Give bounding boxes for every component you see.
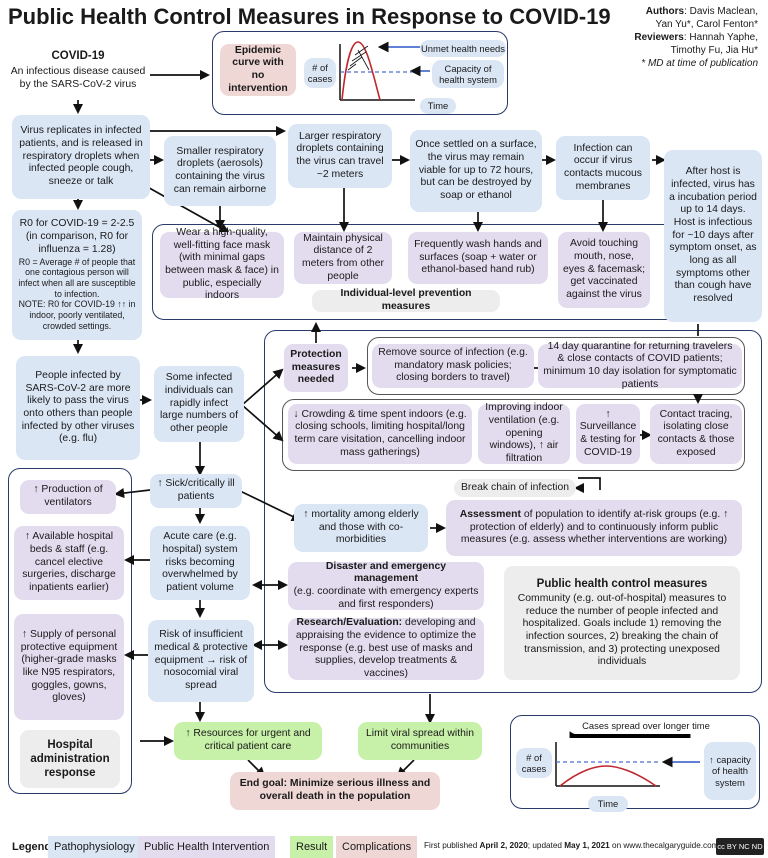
- curve1-y-label: # of cases: [304, 58, 336, 88]
- footer-prefix: First published: [424, 841, 480, 850]
- quarantine-box: 14 day quarantine for returning traveler…: [538, 341, 742, 390]
- protection-box: Protection measures needed: [284, 344, 348, 392]
- authors-label: Authors: [645, 6, 685, 17]
- curve2-y-label: # of cases: [516, 748, 552, 778]
- mask-box: Wear a high-quality, well-fitting face m…: [160, 227, 284, 301]
- research-bold: Research/Evaluation:: [296, 617, 403, 629]
- research-box: Research/Evaluation: developing and appr…: [288, 617, 484, 680]
- curve-frame-top: [212, 31, 508, 115]
- r0-line1: R0 for COVID-19 = 2-2.5 (in comparison, …: [19, 218, 135, 255]
- wash-box: Frequently wash hands and surfaces (soap…: [408, 232, 548, 284]
- disaster-rest: (e.g. coordinate with emergency experts …: [293, 586, 479, 610]
- resources-box: ↑ Resources for urgent and critical pati…: [174, 722, 322, 760]
- phcm-description: Community (e.g. out-of-hospital) measure…: [517, 592, 727, 668]
- risk-insufficient-box: Risk of insufficient medical & protectiv…: [148, 620, 254, 702]
- covid-title: COVID-19: [51, 50, 105, 62]
- footer-date2: May 1, 2021: [564, 841, 610, 850]
- research-rest: developing and appraising the evidence t…: [295, 617, 477, 680]
- incubation-box: After host is infected, virus has a incu…: [664, 150, 762, 322]
- break-chain-label: Break chain of infection: [454, 479, 576, 497]
- larger-droplets-box: Larger respiratory droplets containing t…: [288, 124, 392, 188]
- hospital-admin-label: Hospital administration response: [20, 730, 120, 788]
- reviewers-line1: : Hannah Yaphe,: [683, 32, 758, 43]
- remove-source-box: Remove source of infection (e.g. mandato…: [372, 344, 534, 388]
- authors-line2: Yan Yu*, Carol Fenton*: [655, 19, 758, 30]
- ventilators-box: ↑ Production of ventilators: [20, 480, 116, 514]
- avoid-touch-box: Avoid touching mouth, nose, eyes & facem…: [558, 232, 650, 308]
- mucous-box: Infection can occur if virus contacts mu…: [556, 136, 650, 200]
- contact-tracing-box: Contact tracing, isolating close contact…: [650, 404, 742, 464]
- md-note: * MD at time of publication: [641, 58, 758, 69]
- curve1-x-label: Time: [420, 98, 456, 114]
- covid-description: An infectious disease caused by the SARS…: [10, 66, 146, 90]
- smaller-droplets-box: Smaller respiratory droplets (aerosols) …: [164, 136, 276, 206]
- protection-text: Protection measures needed: [290, 348, 342, 386]
- sick-box: ↑ Sick/critically ill patients: [150, 474, 242, 508]
- limit-spread-box: Limit viral spread within communities: [358, 722, 482, 760]
- legend-pathophysiology: Pathophysiology: [48, 836, 141, 858]
- legend-label: Legend:: [12, 841, 55, 853]
- curve-frame-bottom: [510, 715, 760, 809]
- r0-line3: NOTE: R0 for COVID-19 ↑↑ in indoor, poor…: [18, 299, 136, 331]
- curve2-top-label: Cases spread over longer time: [568, 718, 724, 734]
- ventilation-box: Improving indoor ventilation (e.g. openi…: [478, 402, 570, 464]
- surface-box: Once settled on a surface, the virus may…: [410, 130, 542, 212]
- mortality-box: ↑ mortality among elderly and those with…: [294, 504, 428, 552]
- acute-care-box: Acute care (e.g. hospital) system risks …: [150, 526, 250, 600]
- footer-suffix: on www.thecalgaryguide.com: [609, 841, 719, 850]
- disaster-bold: Disaster and emergency management: [325, 560, 447, 585]
- individual-measures-label: Individual-level prevention measures: [312, 288, 500, 312]
- capacity-label: Capacity of health system: [432, 60, 504, 88]
- assessment-rest: of population to identify at-risk groups…: [460, 508, 729, 546]
- legend-result: Result: [290, 836, 334, 858]
- footer-date1: April 2, 2020: [479, 841, 528, 850]
- legend-complications: Complications: [336, 836, 418, 858]
- epidemic-curve-box: Epidemic curve with no intervention: [220, 44, 296, 96]
- r0-line2: R0 = Average # of people that one contag…: [18, 256, 136, 299]
- authors-block: Authors: Davis Maclean, Yan Yu*, Carol F…: [568, 5, 758, 70]
- assessment-bold: Assessment: [459, 508, 521, 520]
- unmet-needs-label: Unmet health needs: [420, 40, 506, 57]
- footer-text: First published April 2, 2020; updated M…: [424, 841, 719, 850]
- reviewers-line2: Timothy Fu, Jia Hu*: [670, 45, 758, 56]
- hospital-frame: [8, 468, 132, 794]
- cc-license-badge: cc BY NC ND: [716, 838, 764, 855]
- beds-box: ↑ Available hospital beds & staff (e.g. …: [14, 526, 124, 600]
- people-infected-box: People infected by SARS-CoV-2 are more l…: [16, 356, 140, 460]
- phcm-title: Public health control measures: [536, 577, 708, 590]
- assessment-box: Assessment of population to identify at-…: [446, 500, 742, 556]
- ppe-box: ↑ Supply of personal protective equipmen…: [14, 614, 124, 720]
- remove-source-group: [367, 337, 745, 395]
- surveillance-box: ↑ Surveillance & testing for COVID-19: [576, 404, 640, 464]
- capacity2-label: ↑ capacity of health system: [704, 742, 756, 800]
- curve2-x-label: Time: [588, 796, 628, 812]
- phcm-box: Public health control measures Community…: [504, 566, 740, 680]
- legend-public-health-intervention: Public Health Intervention: [138, 836, 276, 858]
- disaster-box: Disaster and emergency management(e.g. c…: [288, 560, 484, 610]
- virus-replicates-box: Virus replicates in infected patients, a…: [12, 115, 150, 199]
- page-title: Public Health Control Measures in Respon…: [8, 4, 611, 29]
- crowding-box: ↓ Crowding & time spent indoors (e.g. cl…: [288, 404, 472, 464]
- authors-line1: : Davis Maclean,: [684, 6, 758, 17]
- reviewers-label: Reviewers: [634, 32, 684, 43]
- distance-box: Maintain physical distance of 2 meters f…: [294, 232, 392, 284]
- footer-mid: ; updated: [527, 841, 565, 850]
- r0-box: R0 for COVID-19 = 2-2.5 (in comparison, …: [12, 210, 142, 340]
- end-goal-box: End goal: Minimize serious illness and o…: [230, 772, 440, 810]
- some-infected-box: Some infected individuals can rapidly in…: [154, 366, 244, 442]
